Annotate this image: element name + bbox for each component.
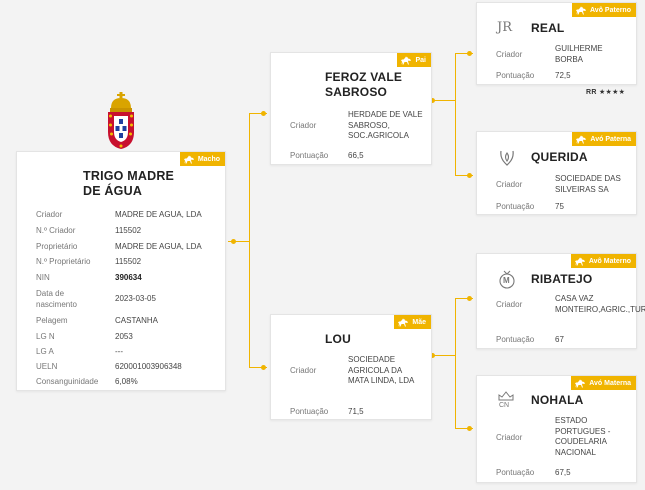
connector-parents: [249, 113, 250, 367]
connector-dot: [467, 173, 472, 178]
horse-name: RIBATEJO: [531, 272, 593, 286]
maternal-grandmother-card[interactable]: Avó Materna CN NOHALA Criador ESTADO POR…: [476, 375, 637, 483]
father-card[interactable]: Pai FEROZ VALE SABROSO Criador HERDADE D…: [270, 52, 432, 165]
pontuacao-row: Pontuação 71,5: [290, 407, 364, 416]
field-row: N.º Criador 115502: [36, 226, 142, 235]
connector-dot: [467, 426, 472, 431]
connector-dot: [261, 111, 266, 116]
connector-mgf: [455, 298, 473, 299]
pontuacao-row: Pontuação 72,5: [496, 71, 571, 80]
connector-pgm: [455, 175, 473, 176]
horse-icon: [183, 155, 195, 164]
field-row: LG N 2053: [36, 332, 133, 341]
criador-row: Criador HERDADE DE VALE SABROSO, SOC.AGR…: [290, 110, 423, 140]
connector-paternal: [455, 53, 456, 175]
horse-name: LOU: [325, 332, 351, 346]
connector-mother-out: [432, 355, 455, 356]
horse-icon: [575, 135, 587, 144]
relation-badge: Avô Materno: [570, 254, 636, 268]
horse-icon: [575, 6, 587, 15]
horse-name: FEROZ VALE SABROSO: [325, 70, 403, 99]
criador-row: Criador GUILHERME BORBA: [496, 44, 603, 64]
portuguese-crest-icon: [108, 92, 134, 149]
field-row: Consanguinidade 6,08%: [36, 377, 138, 386]
criador-row: Criador ESTADO PORTUGUES - COUDELARIA NA…: [496, 416, 611, 457]
connector-maternal: [455, 298, 456, 428]
brand-mark-icon: [500, 150, 514, 166]
criador-row: Criador CASA VAZ MONTEIRO,AGRIC.,TURI.,L…: [496, 294, 645, 314]
connector-main: [228, 241, 249, 242]
relation-badge: Avô Paterno: [572, 3, 636, 17]
criador-row: Criador SOCIEDADE DAS SILVEIRAS SA: [496, 174, 621, 194]
brand-mark-icon: JR: [497, 20, 512, 35]
connector-dot: [430, 98, 435, 103]
field-row: Proprietário MADRE DE AGUA, LDA: [36, 242, 202, 251]
field-row: Data de nascimento 2023-03-05: [36, 289, 156, 309]
connector-mgm: [455, 428, 473, 429]
horse-icon: [400, 56, 412, 65]
mother-card[interactable]: Mãe LOU Criador SOCIEDADE AGRICOLA DA MA…: [270, 314, 432, 420]
pontuacao-row: Pontuação 75: [496, 202, 564, 211]
horse-icon: [397, 318, 409, 327]
connector-mother: [249, 367, 267, 368]
horse-icon: [574, 379, 586, 388]
rating-stars: RR ★★★★: [586, 89, 626, 96]
connector-dot: [467, 51, 472, 56]
sex-badge: Macho: [179, 152, 225, 166]
criador-row: Criador SOCIEDADE AGRICOLA DA MATA LINDA…: [290, 355, 415, 385]
relation-badge: Avó Materna: [571, 376, 636, 390]
relation-badge: Pai: [397, 53, 431, 67]
pontuacao-row: Pontuação 67,5: [496, 468, 571, 477]
main-horse-card[interactable]: Macho TRIGO MADRE DE ÁGUA Criador MADRE …: [16, 151, 226, 391]
field-row: LG A ---: [36, 347, 123, 356]
field-row: Pelagem CASTANHA: [36, 316, 158, 325]
brand-mark-label: CN: [499, 402, 510, 409]
maternal-grandfather-card[interactable]: Avô Materno M RIBATEJO Criador CASA VAZ …: [476, 253, 645, 349]
connector-pgf: [455, 53, 473, 54]
horse-name: NOHALA: [531, 393, 584, 407]
relation-badge: Avó Paterna: [572, 132, 636, 146]
horse-icon: [574, 257, 586, 266]
paternal-grandfather-card[interactable]: Avô Paterno JR REAL Criador GUILHERME BO…: [476, 2, 637, 85]
brand-mark-icon: [498, 391, 514, 401]
pontuacao-row: Pontuação 66,5: [290, 151, 364, 160]
connector-father: [249, 113, 267, 114]
connector-father-out: [432, 100, 455, 101]
badge-label: Macho: [197, 155, 220, 163]
field-row: Criador MADRE DE AGUA, LDA: [36, 210, 202, 219]
paternal-grandmother-card[interactable]: Avó Paterna QUERIDA Criador SOCIEDADE DA…: [476, 131, 637, 215]
connector-dot: [430, 353, 435, 358]
brand-mark-label: M: [503, 276, 510, 285]
horse-name: TRIGO MADRE DE ÁGUA: [83, 169, 175, 198]
field-row: N.º Proprietário 115502: [36, 257, 142, 266]
brand-mark-icon: [499, 270, 515, 289]
pontuacao-row: Pontuação 67: [496, 335, 564, 344]
relation-badge: Mãe: [394, 315, 431, 329]
connector-dot: [231, 239, 236, 244]
field-row: UELN 620001003906348: [36, 362, 182, 371]
connector-dot: [261, 365, 266, 370]
connector-dot: [467, 296, 472, 301]
horse-name: QUERIDA: [531, 150, 588, 164]
horse-name: REAL: [531, 21, 565, 35]
field-row: NIN 390634: [36, 273, 142, 282]
